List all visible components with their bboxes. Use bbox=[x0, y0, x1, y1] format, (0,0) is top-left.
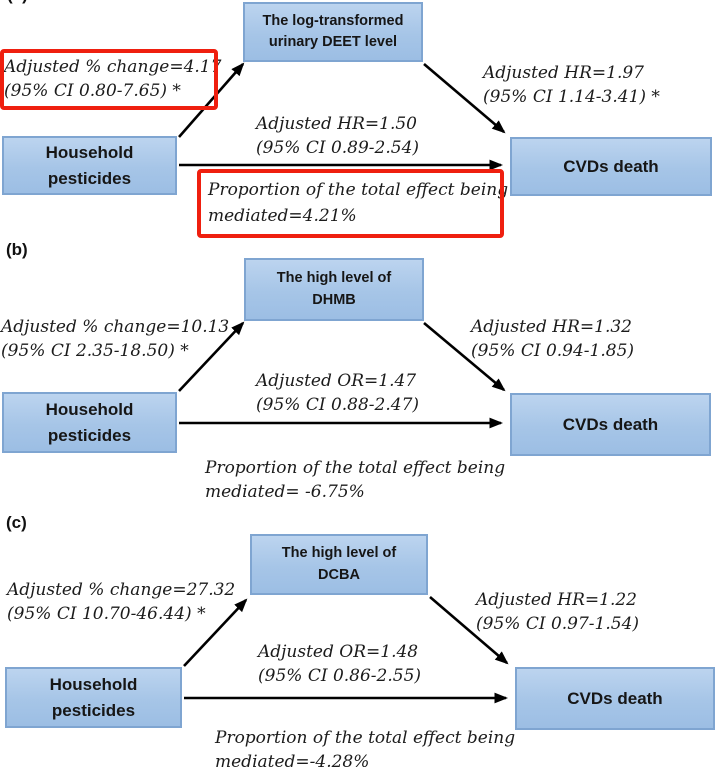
direct-effect-label-a: Adjusted HR=1.50 (95% CI 0.89-2.54) bbox=[256, 114, 420, 158]
mediator-outcome-label-b: Adjusted HR=1.32 (95% CI 0.94-1.85) bbox=[471, 317, 635, 361]
highlight-box-mediation-a bbox=[197, 169, 504, 238]
exposure-box-a: Household pesticides bbox=[2, 136, 177, 195]
exposure-box-c: Household pesticides bbox=[5, 667, 182, 728]
mediation-proportion-label-b: Proportion of the total effect being med… bbox=[205, 458, 506, 502]
exposure-mediator-label-a: Adjusted % change=4.17 (95% CI 0.80-7.65… bbox=[4, 57, 222, 101]
panel-label-b: (b) bbox=[6, 240, 28, 259]
outcome-box-b: CVDs death bbox=[510, 393, 711, 456]
highlight-box-percent-change-a bbox=[0, 49, 218, 110]
exposure-mediator-label-c: Adjusted % change=27.32 (95% CI 10.70-46… bbox=[7, 580, 236, 624]
mediation-proportion-label-c: Proportion of the total effect being med… bbox=[215, 728, 516, 772]
exposure-to-mediator-arrow-b bbox=[178, 321, 245, 392]
exposure-box-b: Household pesticides bbox=[2, 392, 177, 453]
exposure-mediator-label-b: Adjusted % change=10.13 (95% CI 2.35-18.… bbox=[1, 317, 230, 361]
mediator-box-c: The high level of DCBA bbox=[250, 534, 428, 595]
outcome-box-c: CVDs death bbox=[515, 667, 715, 730]
exposure-to-mediator-arrow-a bbox=[178, 62, 245, 138]
mediator-outcome-label-a: Adjusted HR=1.97 (95% CI 1.14-3.41) * bbox=[483, 63, 660, 107]
mediator-box-b: The high level of DHMB bbox=[244, 258, 424, 321]
panel-label-a: (a) bbox=[7, 0, 28, 5]
mediator-to-outcome-arrow-b bbox=[423, 322, 506, 392]
mediator-box-a: The log-transformed urinary DEET level bbox=[243, 2, 423, 62]
outcome-box-a: CVDs death bbox=[510, 137, 712, 196]
mediator-to-outcome-arrow-c bbox=[429, 596, 509, 665]
mediator-to-outcome-arrow-a bbox=[423, 63, 506, 134]
mediation-proportion-label-a: Proportion of the total effect being med… bbox=[208, 180, 509, 226]
direct-effect-label-b: Adjusted OR=1.47 (95% CI 0.88-2.47) bbox=[256, 371, 420, 415]
panel-label-c: (c) bbox=[6, 513, 27, 532]
mediator-outcome-label-c: Adjusted HR=1.22 (95% CI 0.97-1.54) bbox=[476, 590, 640, 634]
direct-effect-label-c: Adjusted OR=1.48 (95% CI 0.86-2.55) bbox=[258, 642, 422, 686]
exposure-to-mediator-arrow-c bbox=[183, 598, 248, 667]
